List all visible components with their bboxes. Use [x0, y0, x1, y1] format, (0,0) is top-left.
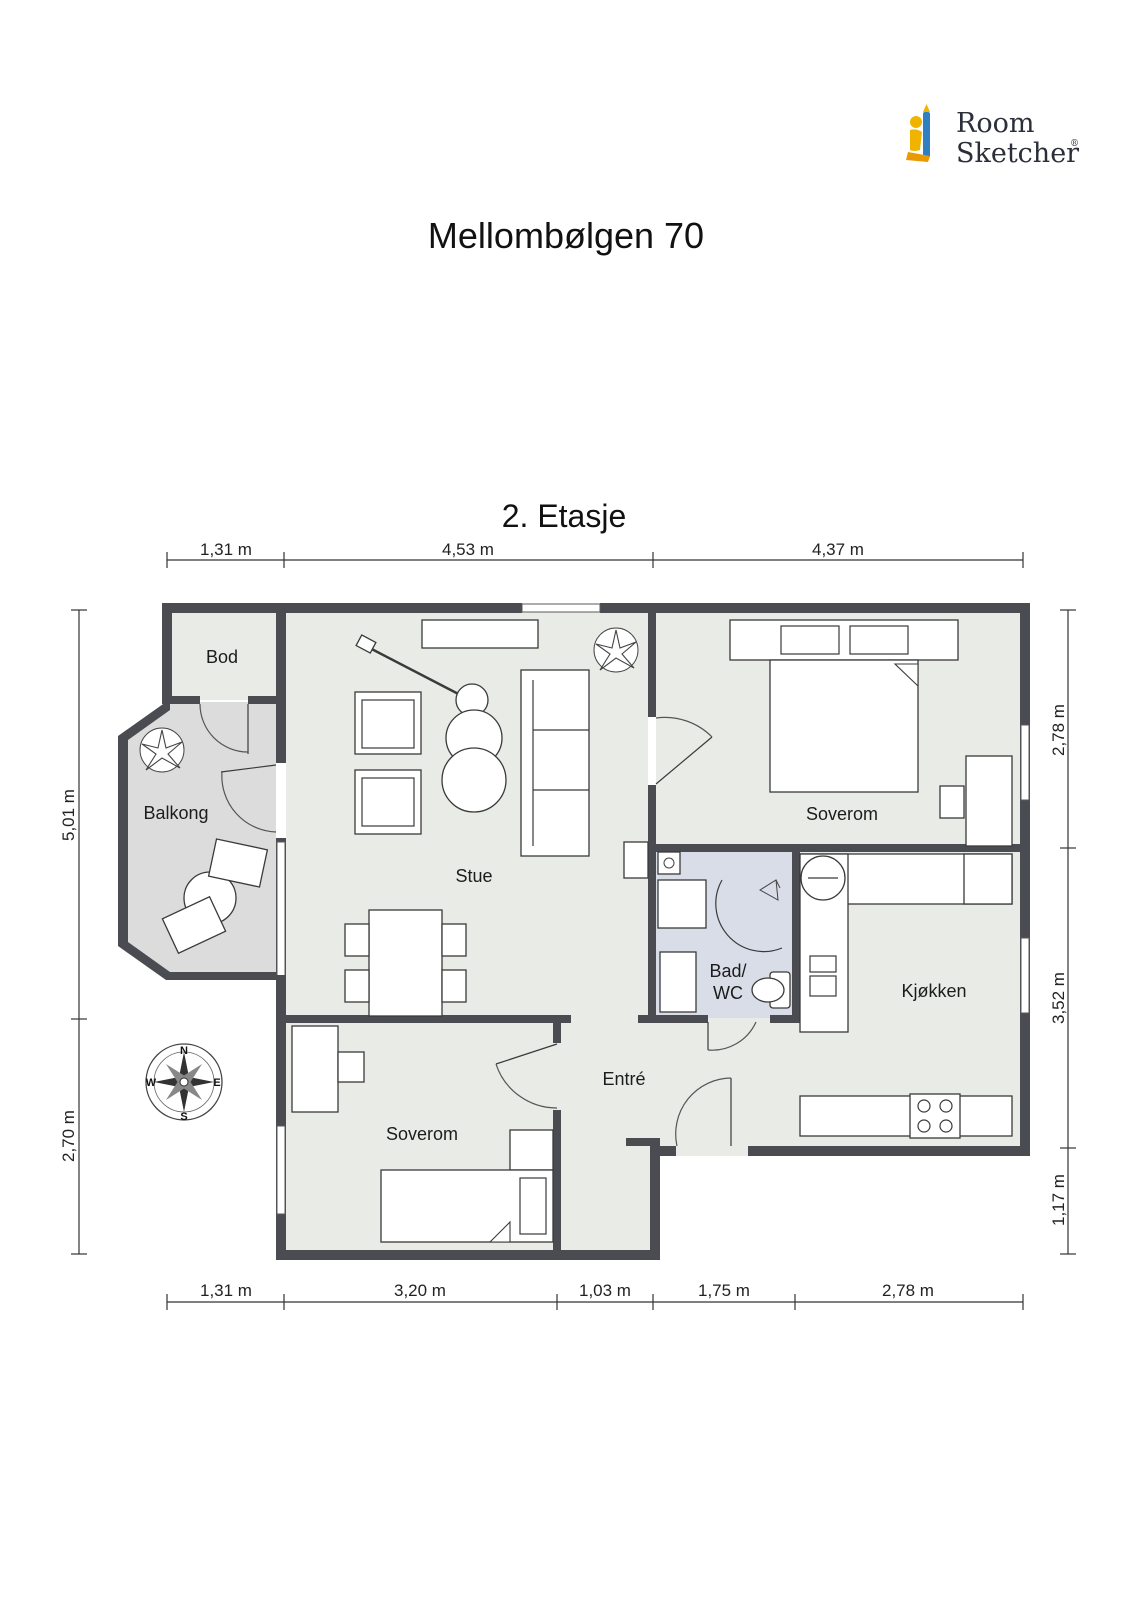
stue-furniture — [344, 619, 649, 1017]
compass-w: W — [146, 1077, 157, 1089]
sink — [659, 951, 697, 1013]
window-left-soverom — [276, 1125, 286, 1215]
soverom-top-furniture — [729, 619, 1013, 847]
coffee-table — [441, 747, 507, 813]
door-balkong[interactable] — [220, 763, 286, 838]
doors[interactable] — [199, 703, 757, 1156]
room-label-soverom-top: Soverom — [806, 804, 878, 824]
room-label-entre: Entré — [602, 1069, 645, 1089]
bath-cabinet — [657, 851, 681, 875]
shower-head-icon — [759, 879, 781, 901]
dimension-right: 2,78 m 3,52 m 1,17 m — [1049, 609, 1076, 1255]
dim-right-2: 3,52 m — [1049, 972, 1068, 1024]
desk-soverom-top — [965, 755, 1013, 847]
kitchen-sink — [809, 955, 837, 973]
logo-line1: Room — [956, 108, 1034, 139]
dim-bottom-3: 1,03 m — [579, 1281, 631, 1300]
roomsketcher-logo: Room Sketcher ® — [906, 104, 1079, 169]
plant-icon — [139, 727, 185, 773]
pencil-mascot-icon — [906, 104, 930, 162]
dim-right-1: 2,78 m — [1049, 704, 1068, 756]
dining-chair — [344, 969, 370, 1003]
desk-chair — [337, 1051, 365, 1083]
armchair-1 — [354, 691, 422, 755]
dining-chair — [344, 923, 370, 957]
room-labels: Bod Balkong Stue Soverom Bad/ WC Kjøkken… — [143, 647, 966, 1144]
balcony-chair-1 — [207, 838, 269, 888]
door-bod[interactable] — [199, 703, 249, 754]
door-soverom-top[interactable] — [648, 716, 713, 785]
armchair-2 — [354, 769, 422, 835]
floor-label: 2. Etasje — [502, 498, 627, 534]
balcony-chair-2 — [161, 895, 227, 955]
window-right-kjokken — [1020, 937, 1030, 1014]
dimension-left: 5,01 m 2,70 m — [59, 609, 87, 1255]
door-entrance[interactable] — [675, 1077, 748, 1156]
washing-machine — [657, 879, 707, 929]
door-bad[interactable] — [707, 1021, 757, 1051]
dim-bottom-5: 2,78 m — [882, 1281, 934, 1300]
dim-bottom-1: 1,31 m — [200, 1281, 252, 1300]
dim-left-1: 5,01 m — [59, 789, 78, 841]
dining-chair — [441, 969, 467, 1003]
floor-lamp-head — [355, 634, 377, 654]
dim-top-1: 1,31 m — [200, 540, 252, 559]
compass-s: S — [180, 1111, 187, 1123]
room-label-kjokken: Kjøkken — [901, 981, 966, 1001]
fridge — [963, 853, 1013, 905]
kitchen-counter-bottom — [799, 1095, 1013, 1137]
dim-left-2: 2,70 m — [59, 1110, 78, 1162]
logo-line2: Sketcher — [956, 138, 1079, 169]
window-right-soverom — [1020, 724, 1030, 801]
compass-icon: N S E W — [145, 1043, 223, 1123]
room-label-soverom-bottom: Soverom — [386, 1124, 458, 1144]
room-label-bod: Bod — [206, 647, 238, 667]
dimension-bottom: 1,31 m 3,20 m 1,03 m 1,75 m 2,78 m — [166, 1281, 1024, 1310]
bod-floor — [167, 610, 284, 700]
dimension-top: 1,31 m 4,53 m 4,37 m — [166, 540, 1024, 568]
floor-lamp-arm — [361, 642, 471, 702]
double-bed — [769, 659, 919, 793]
room-label-balkong: Balkong — [143, 803, 208, 823]
compass-e: E — [213, 1077, 220, 1089]
desk-chair — [939, 785, 965, 819]
window-top-stue — [521, 603, 601, 613]
single-bed — [380, 1169, 554, 1243]
wardrobe — [729, 619, 959, 661]
bathroom-furniture — [657, 851, 791, 1013]
sofa — [520, 669, 590, 857]
kitchen-furniture — [799, 853, 1013, 1139]
page-title: Mellombølgen 70 — [428, 215, 704, 256]
dim-top-3: 4,37 m — [812, 540, 864, 559]
room-label-bad-2: WC — [713, 983, 743, 1003]
stue-cabinet — [623, 841, 649, 879]
shower-curtain — [715, 879, 783, 953]
stove-icon — [909, 1093, 961, 1139]
window-left-stue — [276, 841, 286, 978]
room-label-stue: Stue — [455, 866, 492, 886]
walls — [118, 603, 1030, 1260]
compass-n: N — [180, 1045, 188, 1057]
desk-soverom-bottom — [291, 1025, 339, 1113]
dim-right-3: 1,17 m — [1049, 1174, 1068, 1226]
dim-top-2: 4,53 m — [442, 540, 494, 559]
dining-table — [368, 909, 443, 1017]
nightstand — [509, 1129, 554, 1171]
toilet-bowl — [751, 977, 785, 1003]
dim-bottom-2: 3,20 m — [394, 1281, 446, 1300]
tv-bench — [421, 619, 539, 649]
soverom-bottom-furniture — [291, 1025, 554, 1243]
plant-icon — [593, 627, 639, 673]
door-soverom-bottom[interactable] — [495, 1043, 558, 1109]
balcony-furniture — [139, 727, 269, 955]
room-label-bad-1: Bad/ — [709, 961, 746, 981]
logo-registered-mark: ® — [1070, 139, 1079, 149]
dim-bottom-4: 1,75 m — [698, 1281, 750, 1300]
dining-chair — [441, 923, 467, 957]
